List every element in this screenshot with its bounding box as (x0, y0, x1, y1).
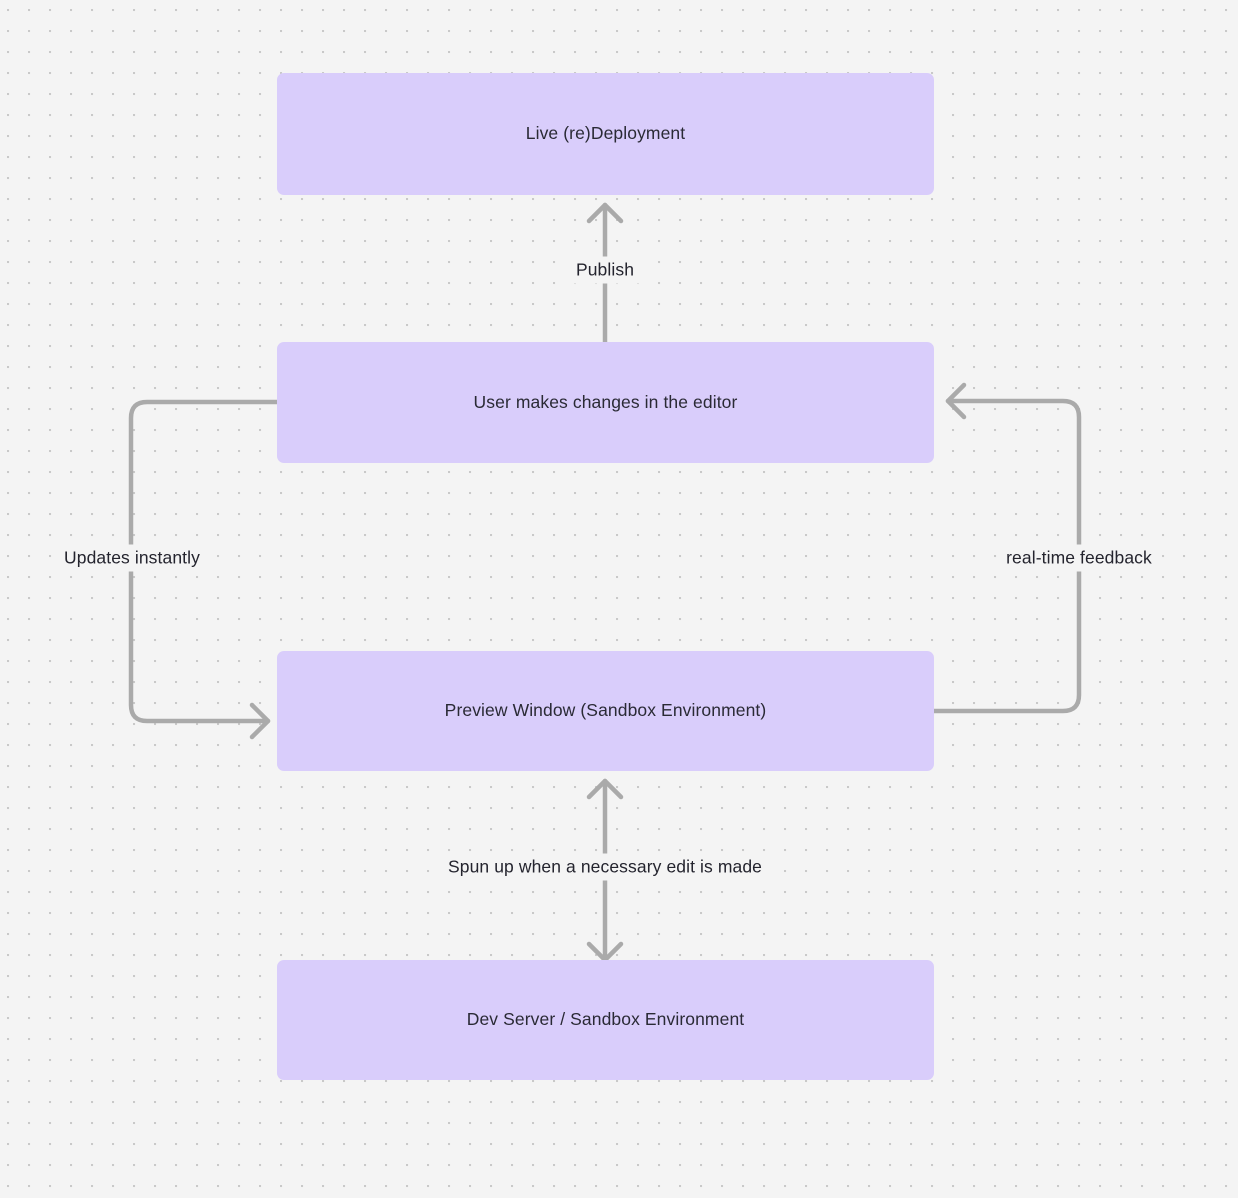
node-label-live-deployment: Live (re)Deployment (525, 123, 686, 144)
node-dev-server[interactable]: Dev Server / Sandbox Environment (277, 960, 934, 1080)
arrowhead-left-feedback (945, 382, 967, 420)
node-label-dev-server: Dev Server / Sandbox Environment (466, 1009, 745, 1030)
arrowhead-up-publish (586, 202, 624, 224)
node-label-user-edits: User makes changes in the editor (473, 391, 738, 412)
node-user-edits[interactable]: User makes changes in the editor (277, 342, 934, 463)
edge-label-spun-up: Spun up when a necessary edit is made (440, 853, 770, 881)
node-live-deployment[interactable]: Live (re)Deployment (277, 73, 934, 195)
node-preview-window[interactable]: Preview Window (Sandbox Environment) (277, 651, 934, 771)
arrowhead-up-spun (586, 778, 624, 800)
arrowhead-down-spun (586, 941, 624, 963)
edge-label-publish: Publish (568, 256, 642, 284)
arrowhead-right-updates (249, 702, 271, 740)
node-label-preview-window: Preview Window (Sandbox Environment) (444, 700, 767, 721)
edge-label-updates-instantly: Updates instantly (57, 544, 207, 572)
edge-label-real-time-feedback: real-time feedback (999, 544, 1159, 572)
